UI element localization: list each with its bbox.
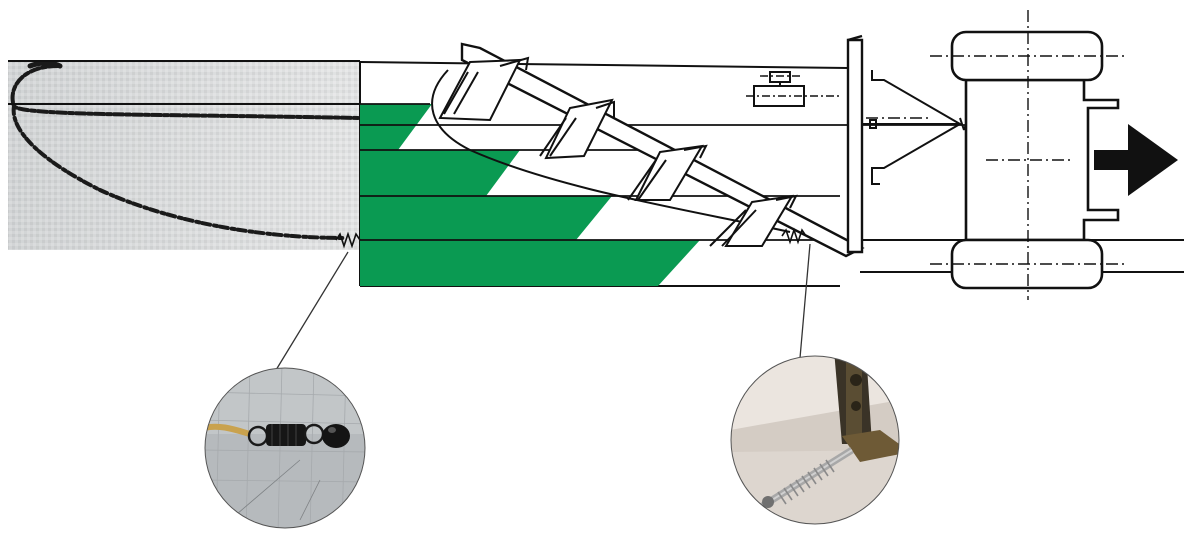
tine-unit-2 xyxy=(539,98,615,160)
spring-symbol-right xyxy=(781,227,807,245)
leader-line-right xyxy=(799,243,811,359)
spring-closeup-photo xyxy=(204,367,366,529)
gearbox-unit xyxy=(746,71,840,107)
crop-flow-curve xyxy=(431,69,791,233)
tine-unit-3 xyxy=(627,144,708,201)
crop-edge-curves xyxy=(10,60,360,240)
arrow-right-icon xyxy=(1094,124,1178,196)
swath-strip-3 xyxy=(360,196,612,240)
spring-mount-photo xyxy=(730,355,900,525)
swath-strip-1 xyxy=(360,104,432,150)
field-texture-region xyxy=(8,60,360,250)
leader-line-left xyxy=(275,251,349,371)
frame-post xyxy=(846,34,864,254)
swath-strip-4 xyxy=(360,240,700,286)
tine-units xyxy=(438,56,798,247)
cut-swath-strips xyxy=(360,104,700,286)
tine-unit-4 xyxy=(709,194,798,247)
hitch-linkage xyxy=(862,70,973,185)
swath-strip-2 xyxy=(360,150,520,196)
tine-unit-1 xyxy=(438,56,530,122)
tractor-centerlines xyxy=(866,10,1124,300)
spring-symbol-left xyxy=(335,231,361,249)
leader-lines xyxy=(275,243,811,371)
spring-symbols xyxy=(335,227,807,249)
